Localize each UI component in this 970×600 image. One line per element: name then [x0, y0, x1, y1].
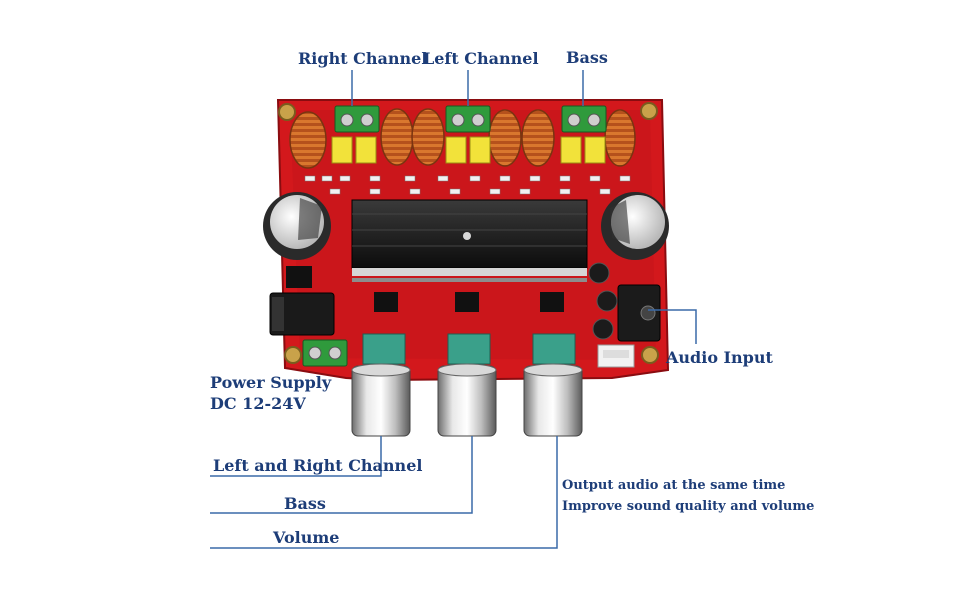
small-capacitors: [588, 262, 618, 340]
left-channel-terminal: [445, 105, 491, 164]
label-left-right-channel: Left and Right Channel: [213, 456, 423, 475]
label-left-channel: Left Channel: [423, 49, 539, 68]
label-volume: Volume: [273, 528, 340, 547]
pot-bass: [437, 333, 497, 437]
label-audio-input: Audio Input: [666, 348, 773, 367]
mounting-holes: [278, 102, 659, 364]
white-connector: [597, 344, 635, 368]
note-line-1: Output audio at the same time: [562, 478, 786, 493]
leader-lines: [210, 70, 697, 549]
label-bass-bottom: Bass: [284, 494, 326, 513]
inductor-coils: [289, 108, 636, 169]
note-line-2: Improve sound quality and volume: [562, 499, 815, 514]
smd-components: [304, 175, 631, 195]
right-channel-terminal: [331, 105, 380, 164]
ic-chips: [286, 266, 564, 312]
audio-input-jack: [617, 284, 661, 342]
capacitor-left: [263, 192, 331, 260]
heatsink: [351, 199, 588, 269]
power-terminal: [302, 339, 348, 367]
power-jack: [269, 292, 335, 336]
capacitor-right: [601, 192, 669, 260]
label-power-supply: Power Supply: [210, 373, 332, 392]
label-right-channel: Right Channel: [298, 49, 428, 68]
label-power-dc: DC 12-24V: [210, 394, 306, 413]
bass-terminal: [560, 105, 607, 164]
pot-volume: [523, 333, 583, 437]
ic-pins: [352, 268, 587, 282]
label-bass-top: Bass: [566, 48, 608, 67]
